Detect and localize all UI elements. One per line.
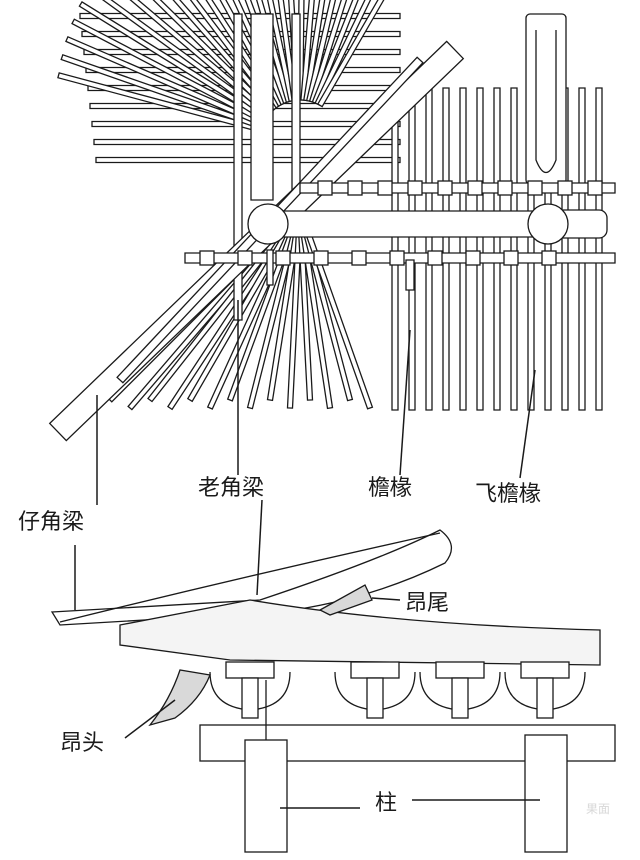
eave-rafter (510, 87, 518, 411)
purlin-block (467, 180, 483, 196)
label-zi-jiao-liang: 仔角梁 (18, 510, 85, 535)
label-yan-chuan: 檐椽 (368, 476, 413, 501)
fan-rafter (311, 0, 359, 105)
purlin-block (377, 180, 393, 196)
elevation-view (50, 529, 616, 853)
purlin-block (497, 180, 513, 196)
leader-yan-chuan (399, 329, 411, 476)
vertical-member (291, 13, 301, 201)
purlin-block (587, 180, 603, 196)
eave-rafter (442, 87, 450, 411)
leader-ang-tou (124, 699, 176, 739)
eave-rafter (459, 87, 467, 411)
purlin-block (557, 180, 573, 196)
bracket-top (435, 661, 485, 679)
bracket-post (241, 677, 259, 719)
main-beam (267, 210, 541, 238)
purlin-block (317, 180, 333, 196)
purlin-block (347, 180, 363, 196)
purlin-block (237, 250, 253, 266)
purlin-block (437, 180, 453, 196)
eave-dowel (405, 259, 415, 291)
plan-view (48, 0, 616, 442)
flying-eave-rafter (525, 13, 567, 185)
label-lao-jiao-liang: 老角梁 (198, 476, 265, 501)
vertical-beam (250, 13, 274, 201)
fan-rafter (300, 0, 315, 102)
eave-rafter (391, 87, 399, 411)
bracket-top (225, 661, 275, 679)
purlin-block (503, 250, 519, 266)
corner-dowel (266, 249, 274, 286)
bracket-post (451, 677, 469, 719)
flying-eave-rafter-groove (535, 30, 557, 174)
zi-jiao-beam-edge (59, 532, 441, 623)
eave-rafter (493, 87, 501, 411)
corner-joint (247, 203, 289, 245)
purlin-block (199, 250, 215, 266)
label-fei-yan-chuan: 飞檐椽 (475, 482, 542, 507)
purlin-block (427, 250, 443, 266)
purlin-block (527, 180, 543, 196)
eave-rafter (476, 87, 484, 411)
column-left (244, 739, 288, 853)
fan-rafter (308, 0, 348, 104)
purlin-block (407, 180, 423, 196)
purlin-block (351, 250, 367, 266)
purlin-block (275, 250, 291, 266)
eave-rafter (408, 87, 416, 411)
purlin-block (389, 250, 405, 266)
eave-rafter (595, 87, 603, 411)
watermark: 果面 (586, 802, 611, 816)
purlin-block (313, 250, 329, 266)
bracket-post (536, 677, 554, 719)
bracket-top (520, 661, 570, 679)
fan-rafter (316, 0, 385, 108)
fan-rafter (303, 0, 326, 102)
lao-jiao-beam (119, 599, 601, 666)
column-right (524, 734, 568, 853)
leader-lines (74, 300, 540, 809)
purlin-block (465, 250, 481, 266)
leader-fei-yan-chuan (519, 369, 536, 479)
column-joint (527, 203, 569, 245)
ang-head (148, 669, 211, 727)
label-zhu: 柱 (375, 791, 398, 816)
eave-rafter (425, 87, 433, 411)
purlin-block (541, 250, 557, 266)
eave-rafter (578, 87, 586, 411)
fan-rafter (314, 0, 372, 106)
bracket-top (350, 661, 400, 679)
label-ang-tou: 昂头 (60, 731, 105, 756)
leader-lao-jiao-elev (256, 499, 263, 596)
bracket-post (366, 677, 384, 719)
fan-rafter (305, 0, 337, 103)
ang-tail (318, 584, 373, 616)
label-ang-wei: 昂尾 (405, 591, 450, 616)
leader-ang-wei (371, 597, 401, 601)
fan-rafter (266, 0, 295, 103)
